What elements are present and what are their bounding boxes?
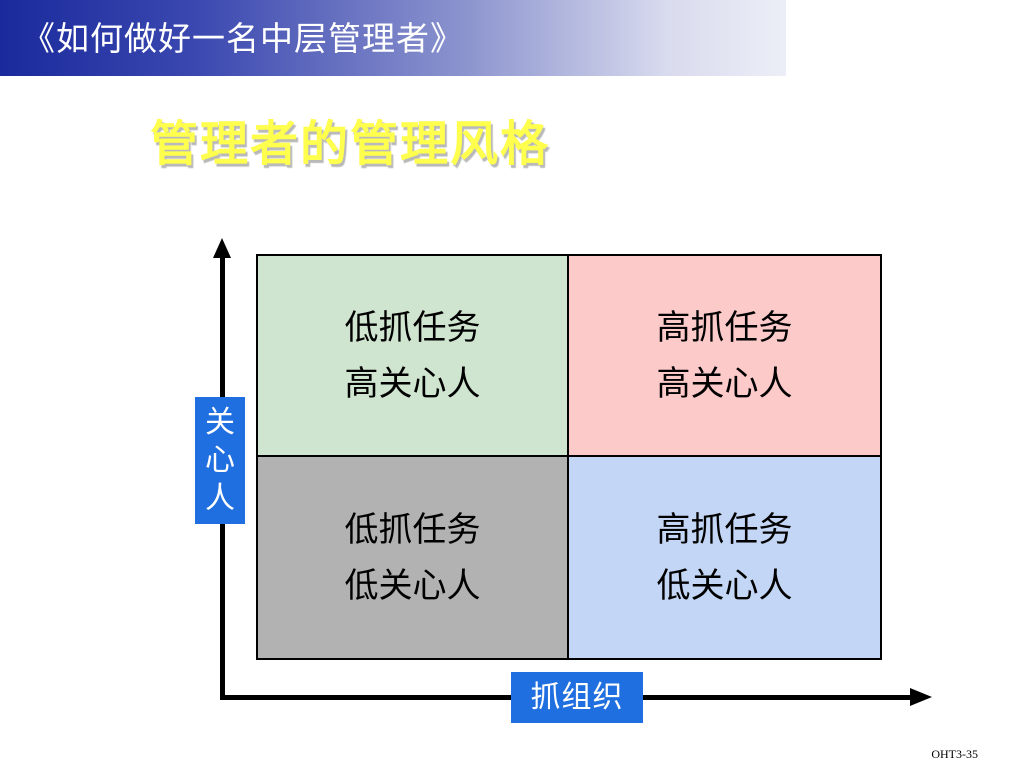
quadrant-line: 低抓任务	[344, 509, 481, 550]
y-axis-label: 关 心 人	[195, 397, 245, 524]
header-band: 《如何做好一名中层管理者》	[0, 0, 786, 76]
y-axis-label-char: 心	[205, 442, 235, 478]
y-axis-arrow-icon	[213, 238, 231, 258]
management-style-matrix: 低抓任务 高关心人 高抓任务 高关心人 低抓任务 低关心人 高抓任务 低关心人	[256, 254, 882, 660]
quadrant-line: 低关心人	[344, 565, 481, 606]
y-axis-label-char: 关	[205, 404, 235, 440]
quadrant-bottom-left: 低抓任务 低关心人	[258, 457, 569, 658]
y-axis-label-char: 人	[205, 480, 235, 516]
header-title: 《如何做好一名中层管理者》	[22, 19, 464, 58]
quadrant-line: 低关心人	[656, 565, 793, 606]
quadrant-top-left: 低抓任务 高关心人	[258, 256, 569, 457]
x-axis-arrow-icon	[910, 688, 932, 706]
quadrant-line: 高关心人	[344, 363, 481, 404]
slide-number: OHT3-35	[931, 747, 978, 761]
x-axis-label: 抓组织	[511, 672, 643, 723]
slide-title: 管理者的管理风格	[150, 116, 551, 172]
quadrant-line: 高关心人	[656, 363, 793, 404]
quadrant-bottom-right: 高抓任务 低关心人	[569, 457, 880, 658]
quadrant-line: 高抓任务	[656, 509, 793, 550]
quadrant-line: 低抓任务	[344, 307, 481, 348]
quadrant-top-right: 高抓任务 高关心人	[569, 256, 880, 457]
quadrant-line: 高抓任务	[656, 307, 793, 348]
